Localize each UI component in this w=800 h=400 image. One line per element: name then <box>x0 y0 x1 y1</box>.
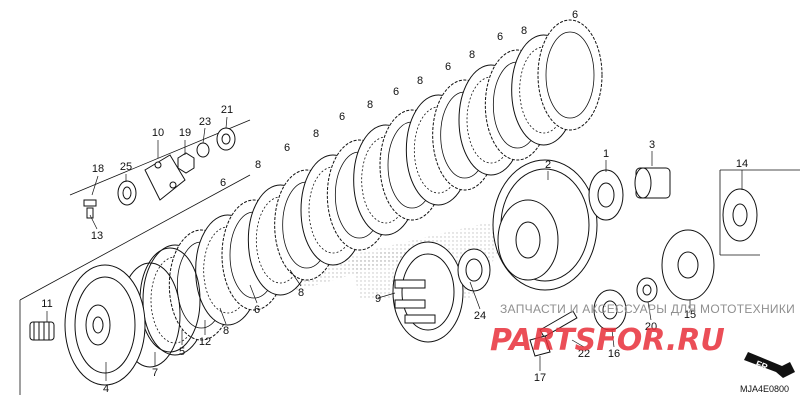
callout-20: 20 <box>645 321 657 333</box>
drawing-code: MJA4E0800 <box>740 384 789 394</box>
plate-inner-edge <box>545 31 595 119</box>
callout-6-d: 6 <box>393 86 399 98</box>
callout-22: 22 <box>578 348 590 360</box>
leader-line <box>469 281 481 310</box>
lifter-parts <box>83 127 236 219</box>
gears <box>529 167 758 357</box>
callout-13: 13 <box>91 230 103 242</box>
watermark-logo: PARTSFOR.RU <box>490 323 725 358</box>
watermark: ЗАПЧАСТИ И АКСЕССУАРЫ ДЛЯ МОТОТЕХНИКИ PA… <box>490 302 795 358</box>
callout-24: 24 <box>474 310 486 322</box>
leader-line <box>89 214 98 230</box>
callout-2: 2 <box>545 159 551 171</box>
callout-15: 15 <box>684 309 696 321</box>
leader-line <box>289 269 302 287</box>
callout-6-h: 6 <box>220 177 226 189</box>
callout-10: 10 <box>152 127 164 139</box>
callout-12: 12 <box>199 336 211 348</box>
callout-8-g: 8 <box>223 325 229 337</box>
callout-6-c: 6 <box>445 61 451 73</box>
leader-line <box>225 116 228 129</box>
leader-line <box>611 329 615 348</box>
front-direction-arrow: FR. <box>744 352 795 378</box>
leader-line <box>202 127 206 144</box>
callout-3: 3 <box>649 139 655 151</box>
callout-25: 25 <box>120 161 132 173</box>
callout-19: 19 <box>179 127 191 139</box>
callout-18: 18 <box>92 163 104 175</box>
callout-6-g: 6 <box>254 304 260 316</box>
callout-8-f: 8 <box>298 287 304 299</box>
leader-line <box>91 175 99 196</box>
callout-21: 21 <box>221 104 233 116</box>
clutch-center <box>392 241 491 343</box>
callout-6-b: 6 <box>497 31 503 43</box>
leader-line <box>571 339 585 348</box>
callout-6-a: 6 <box>572 9 578 21</box>
callout-11: 11 <box>41 298 52 310</box>
callout-4: 4 <box>103 383 109 395</box>
callout-6-e: 6 <box>339 111 345 123</box>
callout-8-a: 8 <box>521 25 527 37</box>
callout-8-b: 8 <box>469 49 475 61</box>
callout-8-c: 8 <box>417 75 423 87</box>
callout-14: 14 <box>736 158 748 170</box>
leader-lines <box>46 116 743 381</box>
callout-1: 1 <box>603 148 609 160</box>
clutch-outer-housing <box>64 264 146 386</box>
callout-23: 23 <box>199 116 211 128</box>
callout-6-f: 6 <box>284 142 290 154</box>
leader-line <box>219 307 227 325</box>
callout-5: 5 <box>179 346 185 358</box>
callout-8-e: 8 <box>313 128 319 140</box>
clutch-outer-drum <box>492 159 598 291</box>
leader-line <box>647 301 652 321</box>
callout-8-d: 8 <box>367 99 373 111</box>
leader-line <box>377 292 396 299</box>
callout-17: 17 <box>534 372 546 384</box>
clutch-plate <box>537 19 603 131</box>
damper-spring <box>29 321 55 341</box>
callout-9: 9 <box>375 293 381 305</box>
callout-7: 7 <box>152 367 158 379</box>
clutch-plates <box>119 19 603 368</box>
callout-8-h: 8 <box>255 159 261 171</box>
watermark-tagline: ЗАПЧАСТИ И АКСЕССУАРЫ ДЛЯ МОТОТЕХНИКИ <box>500 302 795 316</box>
callouts: 1 2 3 4 5 6 6 6 6 6 6 6 6 7 8 8 8 8 8 8 … <box>41 9 748 395</box>
callout-16: 16 <box>608 348 620 360</box>
leader-line <box>249 284 258 304</box>
